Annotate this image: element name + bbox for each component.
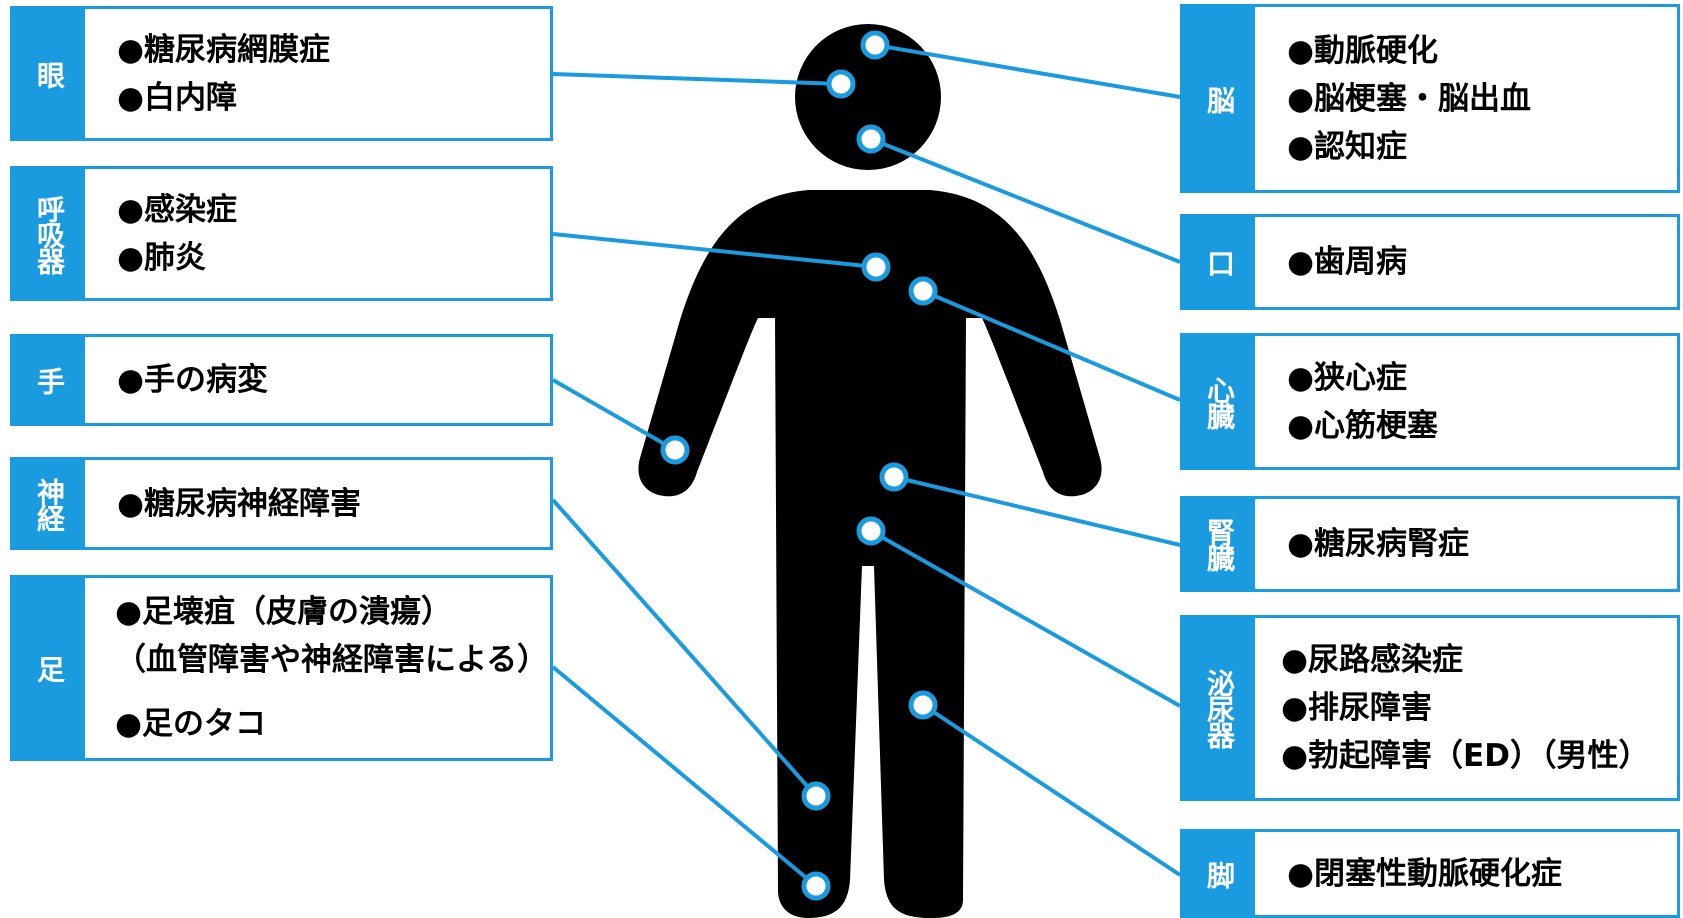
figure-head xyxy=(795,24,941,170)
urinary-item: ●排尿障害 xyxy=(1281,690,1433,726)
respiratory-label: 呼吸器 xyxy=(13,169,85,298)
marker-kidney xyxy=(879,462,909,492)
foot-item: ●足のタコ xyxy=(115,706,267,742)
connector-respiratory xyxy=(552,232,877,269)
marker-hand xyxy=(660,435,690,465)
kidney-items: ●糖尿病腎症 xyxy=(1255,499,1677,589)
eye-item: ●白内障 xyxy=(117,79,238,116)
leg-items: ●閉塞性動脈硬化症 xyxy=(1255,832,1677,915)
mouth-item: ●歯周病 xyxy=(1287,244,1408,280)
heart-items: ●狭心症 ●心筋梗塞 xyxy=(1255,336,1677,467)
leg-box: 脚 ●閉塞性動脈硬化症 xyxy=(1180,829,1680,918)
marker-dots xyxy=(660,30,938,901)
foot-label: 足 xyxy=(13,578,85,758)
connector-eye xyxy=(552,72,842,86)
human-figure xyxy=(638,24,1102,918)
eye-label: 眼 xyxy=(13,9,85,138)
connector-brain xyxy=(874,43,1181,99)
nerve-items: ●糖尿病神経障害 xyxy=(85,460,550,547)
foot-box: 足 ●足壊疽（皮膚の潰瘍） （血管障害や神経障害による） ●足のタコ xyxy=(10,575,553,761)
nerve-box: 神経 ●糖尿病神経障害 xyxy=(10,457,553,550)
respiratory-items: ●感染症 ●肺炎 xyxy=(85,169,550,298)
kidney-label: 腎臓 xyxy=(1183,499,1255,589)
kidney-item: ●糖尿病腎症 xyxy=(1287,526,1470,562)
brain-box: 脳 ●動脈硬化 ●脳梗塞・脳出血 ●認知症 xyxy=(1180,4,1680,193)
connector-heart xyxy=(922,289,1181,402)
nerve-item: ●糖尿病神経障害 xyxy=(117,485,362,522)
mouth-box: 口 ●歯周病 xyxy=(1180,214,1680,310)
nerve-label: 神経 xyxy=(13,460,85,547)
marker-respiratory xyxy=(861,252,891,282)
marker-heart xyxy=(908,276,938,306)
figure-body xyxy=(638,190,1102,918)
connector-hand xyxy=(552,378,676,452)
brain-items: ●動脈硬化 ●脳梗塞・脳出血 ●認知症 xyxy=(1255,7,1677,190)
mouth-label: 口 xyxy=(1183,217,1255,307)
connector-nerve xyxy=(551,498,818,798)
brain-item: ●動脈硬化 xyxy=(1287,32,1439,69)
eye-items: ●糖尿病網膜症 ●白内障 xyxy=(85,9,550,138)
leg-label: 脚 xyxy=(1183,832,1255,915)
urinary-item: ●尿路感染症 xyxy=(1281,642,1464,678)
foot-item: ●足壊疽（皮膚の潰瘍） xyxy=(115,594,453,630)
urinary-label: 泌尿器 xyxy=(1183,618,1255,798)
urinary-box: 泌尿器 ●尿路感染症 ●排尿障害 ●勃起障害（ED）（男性） xyxy=(1180,615,1680,801)
marker-brain xyxy=(860,30,890,60)
connector-foot xyxy=(551,665,818,888)
foot-items: ●足壊疽（皮膚の潰瘍） （血管障害や神経障害による） ●足のタコ xyxy=(85,578,550,758)
kidney-box: 腎臓 ●糖尿病腎症 xyxy=(1180,496,1680,592)
hand-item: ●手の病変 xyxy=(117,362,269,398)
respiratory-box: 呼吸器 ●感染症 ●肺炎 xyxy=(10,166,553,301)
marker-urinary xyxy=(856,516,886,546)
heart-item: ●狭心症 xyxy=(1287,359,1408,396)
urinary-item: ●勃起障害（ED）（男性） xyxy=(1281,738,1650,774)
hand-items: ●手の病変 xyxy=(85,337,550,423)
leg-item: ●閉塞性動脈硬化症 xyxy=(1287,855,1563,892)
respiratory-item: ●肺炎 xyxy=(117,239,207,276)
marker-eye xyxy=(826,69,856,99)
brain-item: ●脳梗塞・脳出血 xyxy=(1287,80,1532,117)
foot-item-note: （血管障害や神経障害による） xyxy=(115,642,549,678)
eye-box: 眼 ●糖尿病網膜症 ●白内障 xyxy=(10,6,553,141)
connector-kidney xyxy=(893,475,1181,547)
connector-urinary xyxy=(870,529,1181,708)
eye-item: ●糖尿病網膜症 xyxy=(117,31,331,68)
connector-mouth xyxy=(870,137,1181,264)
brain-item: ●認知症 xyxy=(1287,128,1408,165)
urinary-items: ●尿路感染症 ●排尿障害 ●勃起障害（ED）（男性） xyxy=(1255,618,1677,798)
marker-foot xyxy=(801,871,831,901)
respiratory-item: ●感染症 xyxy=(117,191,238,228)
mouth-items: ●歯周病 xyxy=(1255,217,1677,307)
heart-item: ●心筋梗塞 xyxy=(1287,407,1439,444)
heart-label: 心臓 xyxy=(1183,336,1255,467)
hand-box: 手 ●手の病変 xyxy=(10,334,553,426)
marker-nerve xyxy=(801,781,831,811)
heart-box: 心臓 ●狭心症 ●心筋梗塞 xyxy=(1180,333,1680,470)
marker-leg xyxy=(908,690,938,720)
connector-leg xyxy=(921,703,1182,877)
connector-lines xyxy=(551,43,1182,888)
brain-label: 脳 xyxy=(1183,7,1255,190)
marker-mouth xyxy=(856,124,886,154)
hand-label: 手 xyxy=(13,337,85,423)
